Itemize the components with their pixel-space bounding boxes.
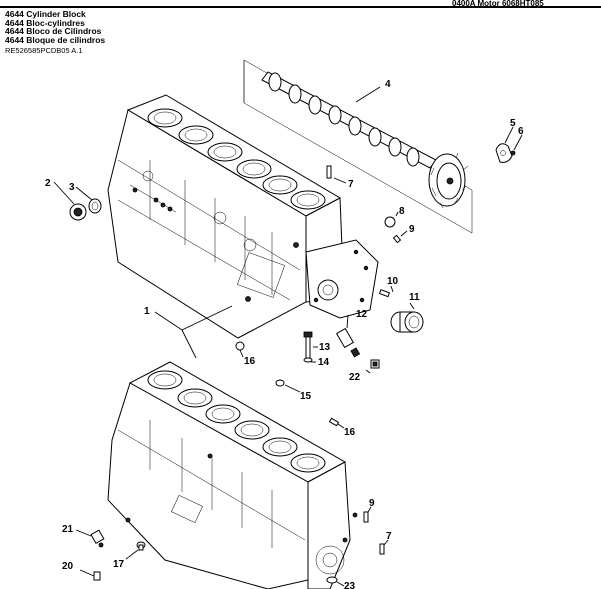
callout-12: 12 [356,309,368,320]
seal-ring-3 [88,198,102,214]
callout-7-lower: 7 [386,531,392,542]
title-french: 4644 Bloc-cylindres [5,17,85,28]
callout-10: 10 [387,276,399,287]
callout-17: 16 [244,356,256,367]
callout-16: 16 [344,427,356,438]
plug-8 [384,216,396,228]
callout-4: 4 [385,79,391,90]
model-header: 0400A Motor 6068HT085 [452,0,544,8]
callout-11: 11 [409,292,420,303]
callout-23: 23 [344,581,356,589]
plug-2 [69,203,87,221]
callout-8: 8 [399,206,405,217]
callout-3: 3 [69,182,75,193]
callout-9: 9 [409,224,415,235]
title-english: 4644 Cylinder Block [5,9,86,19]
bushing-11 [390,311,424,333]
callout-22: 22 [349,372,361,383]
callout-7: 7 [348,179,354,190]
callout-15: 15 [300,391,312,402]
pin-9 [392,234,402,244]
fitting-23 [326,576,338,584]
dowel-7-lower [379,543,385,555]
bolt-16 [328,417,340,427]
callout-19: 17 [113,559,125,570]
callout-5: 5 [510,118,516,129]
callout-20: 20 [62,561,74,572]
header-rule [0,6,601,8]
pin-15 [275,379,285,387]
title-portuguese: 4644 Bloco de Cilindros [5,26,102,37]
screw-13 [303,331,313,359]
reference-code: RE526585PCDB05 A.1 [5,46,83,55]
callout-9-lower: 9 [369,498,375,509]
callout-2: 2 [45,178,51,189]
pin-9-lower [363,511,369,523]
plug-17 [235,341,245,351]
plug-20 [93,571,101,581]
callout-6: 6 [518,126,524,137]
plug-19 [136,541,146,551]
fitting-12 [335,327,361,358]
title-block: 4644 Cylinder Block 4644 Bloc-cylindres … [5,10,105,44]
upper-cylinder-block [107,94,343,339]
callout-13: 13 [319,342,331,353]
camshaft [261,71,469,209]
dowel-pin-7 [326,165,332,179]
washer-14 [303,357,313,363]
callout-14: 14 [318,357,330,368]
callout-1: 1 [144,306,150,317]
title-spanish: 4644 Bloque de cilindros [5,34,106,45]
lower-cylinder-block [107,361,358,589]
front-plate [305,239,379,319]
dowel-10 [378,289,391,298]
elbow-fitting-21 [90,529,105,548]
thrust-plate [495,143,516,163]
plug-22 [370,359,380,369]
callout-21: 21 [62,524,74,535]
